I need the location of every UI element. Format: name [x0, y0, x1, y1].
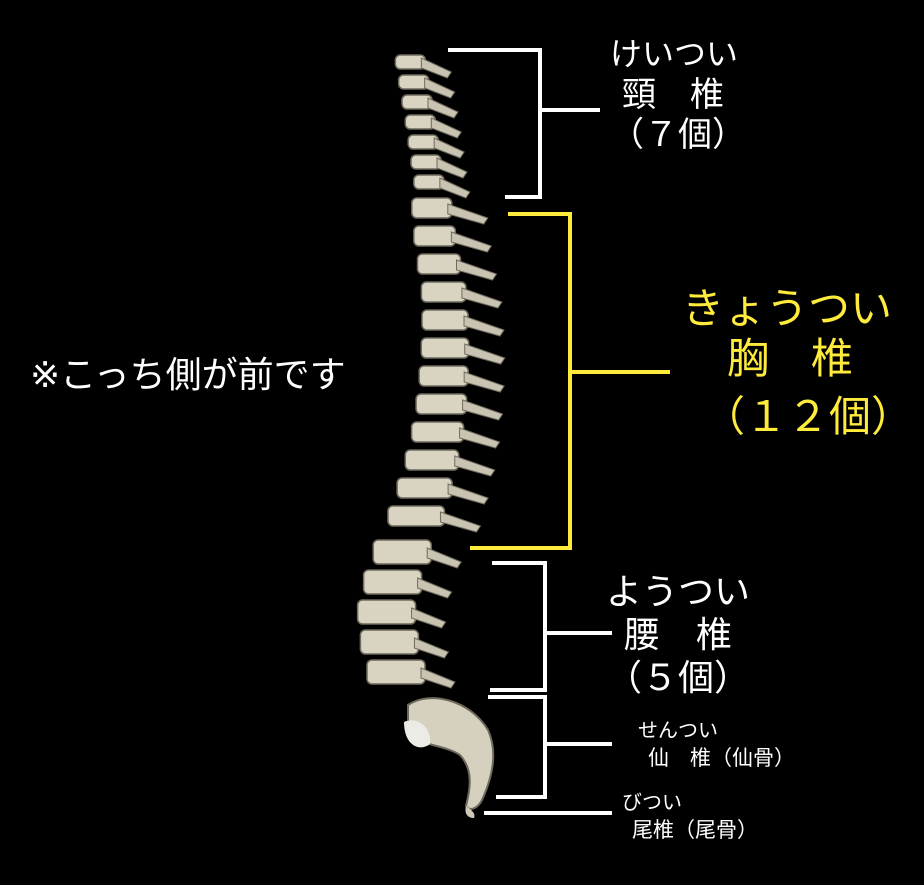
vertebra-body: [387, 505, 446, 527]
sacrum-bone: [404, 697, 495, 810]
vertebra-body: [413, 225, 457, 247]
vertebra-body: [420, 281, 467, 303]
vertebra-body: [404, 449, 460, 471]
lumbar-reading: ようつい: [606, 572, 751, 613]
cervical-reading: けいつい: [610, 35, 739, 73]
vertebra-body: [411, 197, 453, 219]
thoracic-bracket: [470, 212, 670, 550]
lumbar-bracket: [490, 561, 612, 692]
lumbar-name: 腰 椎: [624, 615, 733, 656]
spinous-process: [436, 157, 468, 179]
thoracic-count: （１２個）: [703, 392, 914, 441]
sacral-reading: せんつい: [638, 718, 718, 742]
vertebra-body: [359, 629, 420, 655]
lumbar-count: （５個）: [606, 658, 751, 699]
vertebra-body: [420, 337, 470, 359]
vertebra-body: [418, 365, 469, 387]
thoracic-reading: きょうつい: [682, 284, 893, 333]
spinous-process: [411, 607, 447, 629]
spinous-process: [433, 137, 465, 159]
coccyx-name: 尾椎（尾骨）: [632, 818, 758, 842]
spinous-process: [413, 637, 450, 659]
spinous-process: [417, 577, 453, 599]
coccyx-bone: [465, 806, 475, 818]
vertebra-body: [362, 569, 423, 595]
spinous-process: [463, 371, 505, 393]
spinous-process: [464, 343, 506, 365]
spinous-process: [447, 483, 489, 505]
thoracic-name: 胸 椎: [727, 334, 854, 383]
vertebra-body: [356, 599, 417, 625]
vertebra-body: [421, 309, 469, 331]
sacral-name: 仙 椎（仙骨）: [648, 746, 795, 770]
spinous-process: [462, 399, 504, 421]
spinous-process: [463, 315, 505, 337]
vertebra-body: [416, 253, 462, 275]
spinous-process: [461, 287, 503, 309]
vertebra-body: [366, 659, 426, 685]
spinous-process: [459, 427, 501, 449]
vertebra-body: [415, 393, 468, 415]
coccyx-reading: びつい: [622, 790, 682, 814]
spinous-process: [439, 177, 471, 199]
front-side-note: ※こっち側が前です: [30, 355, 346, 396]
spinous-process: [420, 667, 456, 689]
spinous-process: [450, 231, 493, 253]
spinous-process: [420, 57, 453, 79]
cervical-bracket: [448, 48, 600, 199]
spinous-process: [424, 77, 456, 99]
vertebra-body: [410, 421, 465, 443]
spinous-process: [430, 117, 463, 139]
cervical-count: （７個）: [610, 115, 746, 155]
spinous-process: [426, 547, 462, 569]
spinous-process: [427, 97, 459, 119]
vertebra-body: [396, 477, 453, 499]
spinous-process: [456, 259, 498, 281]
spinous-process: [447, 203, 489, 225]
cervical-name: 頸 椎: [622, 75, 724, 115]
spinous-process: [439, 511, 482, 533]
sacral-bracket: [488, 695, 612, 799]
spinous-process: [454, 455, 496, 477]
vertebral-column: [356, 54, 506, 689]
vertebra-body: [372, 539, 432, 565]
